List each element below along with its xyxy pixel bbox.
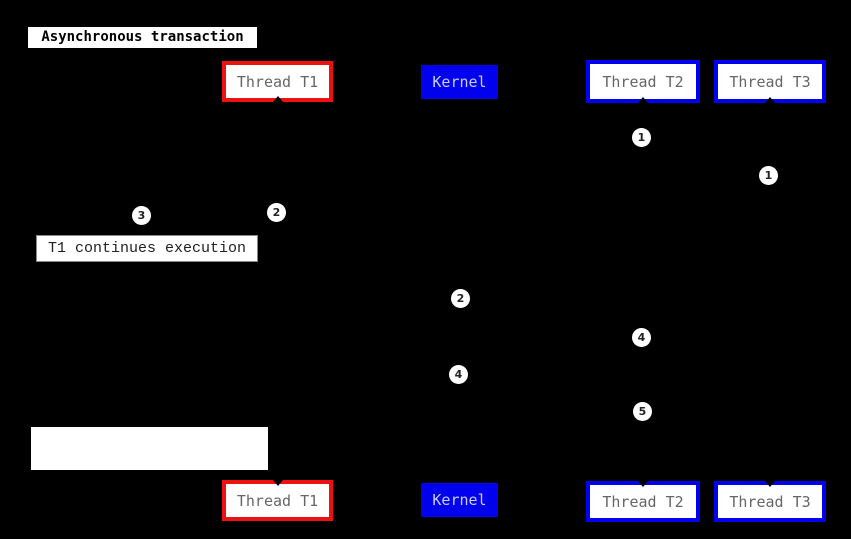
step-marker-4-t2: 4 xyxy=(632,328,651,347)
actor-kernel-bottom: Kernel xyxy=(421,483,498,517)
lifeline-notch xyxy=(638,97,648,103)
lifeline-notch xyxy=(272,96,283,102)
actor-label: Thread T2 xyxy=(602,492,684,511)
step-marker-3-t1: 3 xyxy=(132,206,151,225)
actor-label: Thread T2 xyxy=(602,72,684,91)
step-marker-5-t2: 5 xyxy=(633,402,652,421)
actor-thread-t1-bottom: Thread T1 xyxy=(222,480,333,521)
diagram-title: Asynchronous transaction xyxy=(28,27,257,48)
actor-kernel-top: Kernel xyxy=(421,65,498,99)
actor-thread-t1-top: Thread T1 xyxy=(222,61,333,102)
actor-thread-t3-bottom: Thread T3 xyxy=(714,481,826,522)
lifeline-notch xyxy=(272,480,283,486)
step-marker-2-t1: 2 xyxy=(267,203,286,222)
actor-label: Thread T3 xyxy=(729,72,811,91)
actor-label: Kernel xyxy=(432,73,487,91)
actor-label: Thread T3 xyxy=(729,492,811,511)
actor-label: Thread T1 xyxy=(236,72,319,91)
step-marker-1-t2: 1 xyxy=(632,128,651,147)
actor-thread-t2-top: Thread T2 xyxy=(586,60,700,103)
actor-label: Thread T1 xyxy=(236,491,319,510)
lifeline-notch xyxy=(765,97,775,103)
blank-note-box xyxy=(31,427,268,470)
actor-thread-t2-bottom: Thread T2 xyxy=(586,481,700,522)
lifeline-notch xyxy=(765,481,775,487)
actor-thread-t3-top: Thread T3 xyxy=(714,60,826,103)
actor-label: Kernel xyxy=(432,491,487,509)
lifeline-notch xyxy=(638,481,648,487)
step-marker-2-kernel: 2 xyxy=(451,289,470,308)
step-marker-1-t3: 1 xyxy=(759,166,778,185)
note-t1-continues-execution: T1 continues execution xyxy=(36,235,258,262)
step-marker-4-kernel: 4 xyxy=(449,365,468,384)
